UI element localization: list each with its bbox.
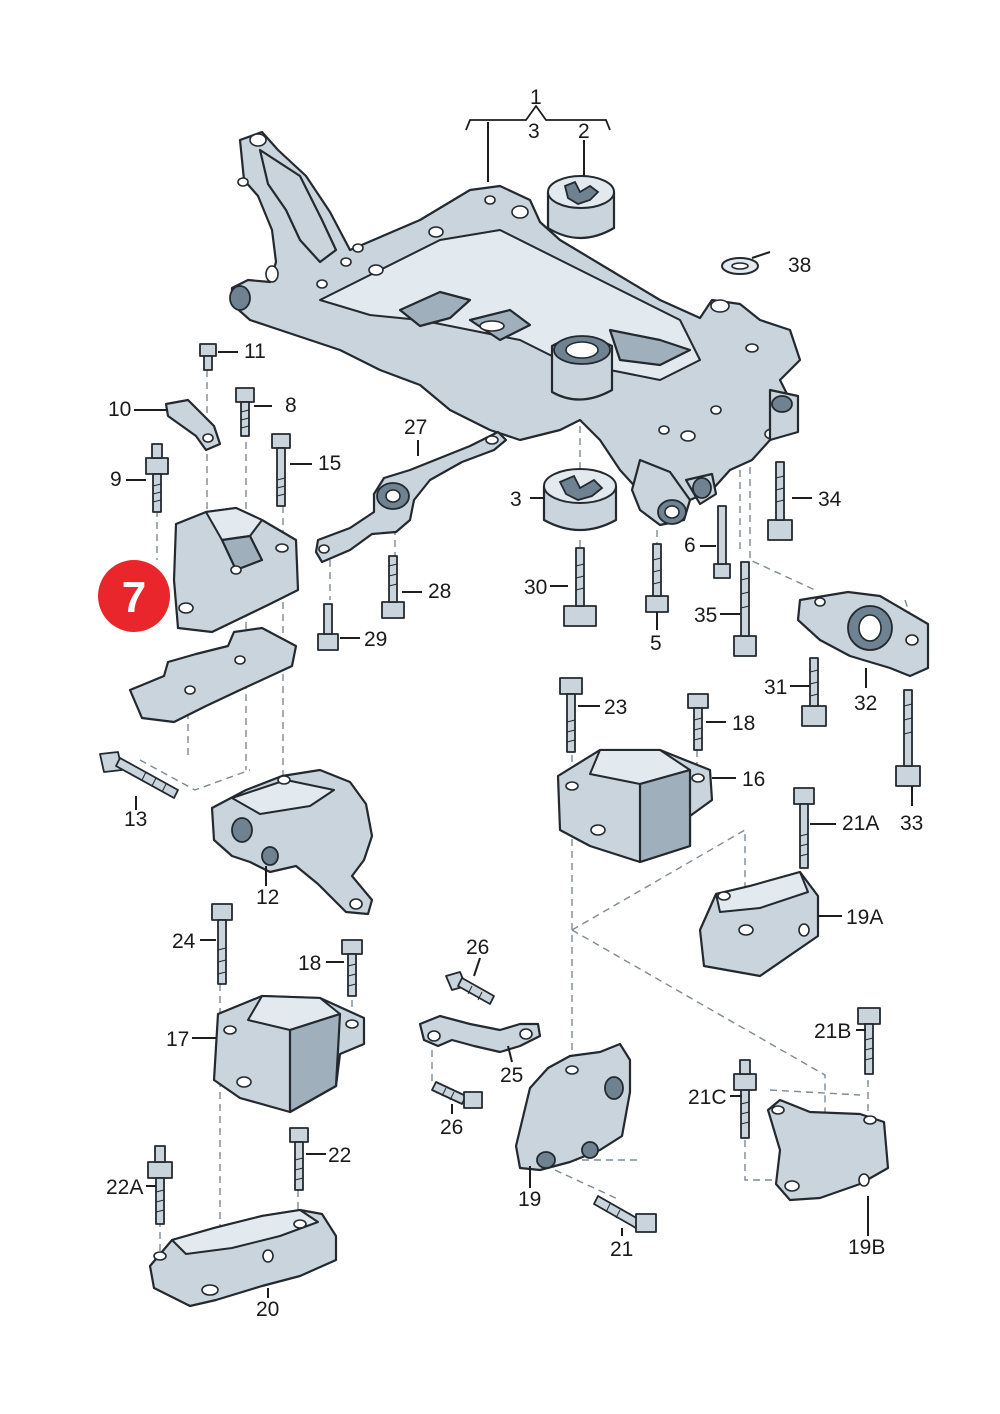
label-24: 24 [172,930,196,953]
label-19: 19 [518,1188,541,1211]
label-33: 33 [900,812,923,835]
bolt-21c [733,1059,757,1139]
label-19a: 19A [846,906,883,929]
label-18-left: 18 [298,952,321,975]
bolt-22 [289,1127,309,1191]
label-3: 3 [510,488,522,511]
bolt-18a [687,693,709,751]
label-38: 38 [788,254,811,277]
highlight-badge-circle [98,560,170,632]
bolt-11 [199,343,217,371]
label-28: 28 [428,580,451,603]
bolts [99,343,921,1233]
bolt-22a [147,1145,173,1225]
label-35: 35 [694,604,717,627]
bolt-34 [767,461,793,541]
torque-link-25 [418,1014,542,1054]
bolt-24 [211,903,233,985]
label-21c: 21C [688,1086,727,1109]
label-8: 8 [285,394,297,417]
gearbox-mount-17 [212,994,366,1114]
label-21b: 21B [814,1020,851,1043]
label-22: 22 [328,1144,351,1167]
highlight-badge-7: 7 [98,560,170,632]
clip-38 [721,251,771,275]
gearbox-mount-16 [556,748,714,864]
label-9: 9 [110,468,122,491]
label-21: 21 [610,1238,633,1261]
label-19b: 19B [848,1236,885,1259]
label-23: 23 [604,696,627,719]
engine-mount-7 [172,506,300,634]
bracket-19 [514,1042,632,1172]
bolt-18b [341,939,363,997]
label-2: 2 [578,120,590,143]
label-5: 5 [650,632,662,655]
label-30: 30 [524,576,547,599]
label-3-top: 3 [528,120,540,143]
label-17: 17 [166,1028,189,1051]
gearbox-mount-20 [148,1208,338,1308]
bolt-30 [563,547,597,627]
bolt-5 [645,543,669,613]
label-10: 10 [108,398,131,421]
bolt-23 [559,677,583,753]
part-number-labels: 1 2 3 3 5 6 8 9 10 11 12 13 15 16 17 18 … [106,86,923,1321]
label-29: 29 [364,628,387,651]
bolt-15 [271,433,291,507]
label-27: 27 [404,416,427,439]
pendulum-support-27 [314,430,508,564]
subframe-1 [229,130,802,527]
label-12: 12 [256,886,279,909]
label-32: 32 [854,692,877,715]
highlight-badge-number: 7 [122,573,146,622]
bolt-35 [733,561,757,657]
gearbox-mount-19a [698,870,820,978]
label-20: 20 [256,1298,279,1321]
bracket-32 [796,590,930,678]
bolt-26a [445,971,495,1005]
label-22a: 22A [106,1176,143,1199]
label-26-bottom: 26 [440,1116,463,1139]
bushing-2 [546,175,616,239]
label-15: 15 [318,452,341,475]
group-bracket-1 [465,104,611,182]
bracket-19b [766,1098,890,1202]
label-34: 34 [818,488,842,511]
engine-support-bracket [128,626,298,724]
washer-10 [164,398,222,452]
bolt-21b [857,1007,881,1075]
bolt-9 [145,443,169,513]
bolt-29 [317,603,339,651]
label-26-top: 26 [466,936,489,959]
bolt-21a [793,787,815,869]
label-21a: 21A [842,812,879,835]
gearbox-bracket-12 [210,768,374,916]
label-11: 11 [244,340,266,363]
bolt-28 [381,555,405,619]
bolt-8 [235,387,255,437]
bolt-21 [593,1195,657,1233]
bolt-26b [431,1081,483,1109]
bolt-33 [895,689,921,787]
label-1: 1 [530,86,542,109]
bolt-31 [801,657,827,727]
bolt-6 [713,505,731,579]
label-6: 6 [684,534,696,557]
label-31: 31 [764,676,787,699]
leader-lines [126,351,913,1298]
label-25: 25 [500,1064,523,1087]
label-18-right: 18 [732,712,755,735]
label-13: 13 [124,808,147,831]
bolt-13 [99,751,179,799]
bushing-3 [542,468,618,531]
label-16: 16 [742,768,765,791]
